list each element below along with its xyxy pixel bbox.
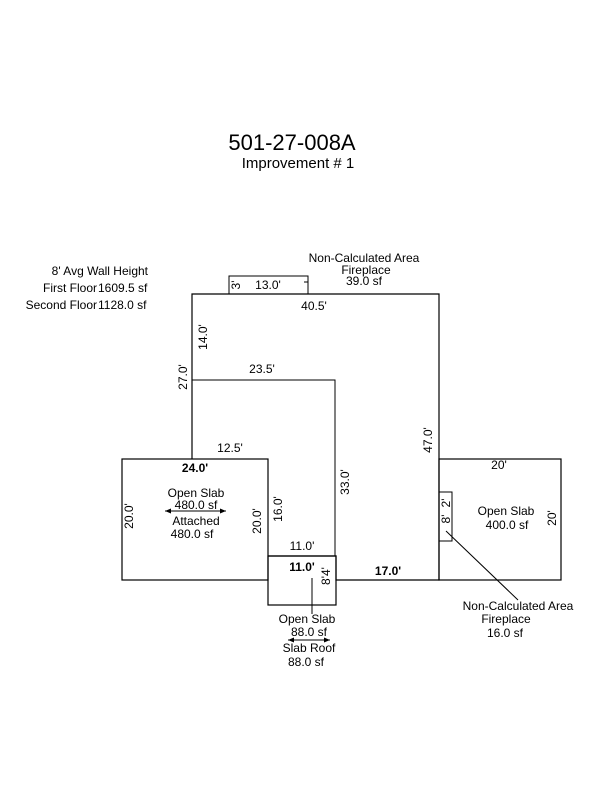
right-slab-name: Open Slab bbox=[478, 504, 535, 518]
second-floor-label: Second Floor bbox=[26, 298, 97, 312]
second-floor-outline bbox=[192, 379, 336, 556]
attached-name: Attached bbox=[172, 514, 219, 528]
improvement-subtitle: Improvement # 1 bbox=[242, 155, 355, 172]
left-open-slab bbox=[121, 458, 269, 581]
dim-porch-width: 11.0' bbox=[290, 539, 315, 553]
fp-right-sf: 16.0 sf bbox=[487, 626, 524, 640]
slab-roof-sf: 88.0 sf bbox=[288, 655, 325, 669]
fp-top-sf: 39.0 sf bbox=[346, 274, 383, 288]
dim-bottom-right: 17.0' bbox=[375, 564, 401, 578]
dim-porch-inner-width: 11.0' bbox=[289, 560, 315, 574]
fp-right-title: Non-Calculated Area bbox=[463, 599, 574, 613]
fp-top-type: Fireplace bbox=[341, 263, 391, 277]
porch-arrow-head-l bbox=[288, 637, 294, 643]
dim-right-slab-width: 20' bbox=[491, 458, 507, 472]
fp-right-type: Fireplace bbox=[481, 612, 531, 626]
fireplace-right bbox=[438, 491, 453, 542]
first-floor-label: First Floor bbox=[43, 281, 97, 295]
left-slab-name: Open Slab bbox=[168, 486, 225, 500]
attached-sf: 480.0 sf bbox=[171, 527, 214, 541]
dim-fp-top-depth: 3' bbox=[229, 281, 243, 290]
first-floor-value: 1609.5 sf bbox=[98, 281, 148, 295]
dim-right-height: 47.0' bbox=[421, 427, 435, 453]
right-slab-sf: 400.0 sf bbox=[486, 518, 529, 532]
fp-right-leader bbox=[445, 530, 519, 601]
house-outline bbox=[191, 293, 440, 581]
dim-step-height: 16.0' bbox=[271, 496, 285, 522]
dim-step-width: 12.5' bbox=[217, 441, 243, 455]
wall-height-label: 8' Avg Wall Height bbox=[52, 264, 149, 278]
porch-slab-sf: 88.0 sf bbox=[291, 625, 328, 639]
porch-slab bbox=[267, 555, 337, 606]
dim-center-height: 33.0' bbox=[338, 469, 352, 495]
fireplace-top bbox=[228, 275, 309, 295]
dim-fp-top-width: 13.0' bbox=[255, 278, 281, 292]
dim-upper-left: 14.0' bbox=[196, 324, 210, 350]
dim-left-slab-inner-height: 20.0' bbox=[250, 508, 264, 534]
porch-arrow-head-r bbox=[324, 637, 330, 643]
dim-porch-depth: 8'4' bbox=[319, 567, 333, 585]
dim-left-mid: 27.0' bbox=[176, 364, 190, 390]
parcel-id-title: 501-27-008A bbox=[228, 130, 356, 155]
left-slab-arrow-head-r bbox=[220, 508, 226, 514]
left-slab-sf: 480.0 sf bbox=[175, 498, 218, 512]
dim-right-slab-height: 20' bbox=[545, 510, 559, 526]
left-slab-arrow-head-l bbox=[165, 508, 171, 514]
dim-left-slab-width: 24.0' bbox=[182, 461, 208, 475]
dim-left-slab-height: 20.0' bbox=[122, 503, 136, 529]
porch-slab-name: Open Slab bbox=[279, 612, 336, 626]
dim-fp-right-depth: 2' bbox=[439, 499, 453, 508]
second-floor-value: 1128.0 sf bbox=[98, 298, 147, 312]
dim-fp-right-len: 8' bbox=[439, 515, 453, 524]
dim-top-width: 40.5' bbox=[301, 299, 327, 313]
slab-roof-name: Slab Roof bbox=[283, 641, 336, 655]
dim-inner-width: 23.5' bbox=[249, 362, 275, 376]
fp-top-title: Non-Calculated Area bbox=[309, 251, 420, 265]
